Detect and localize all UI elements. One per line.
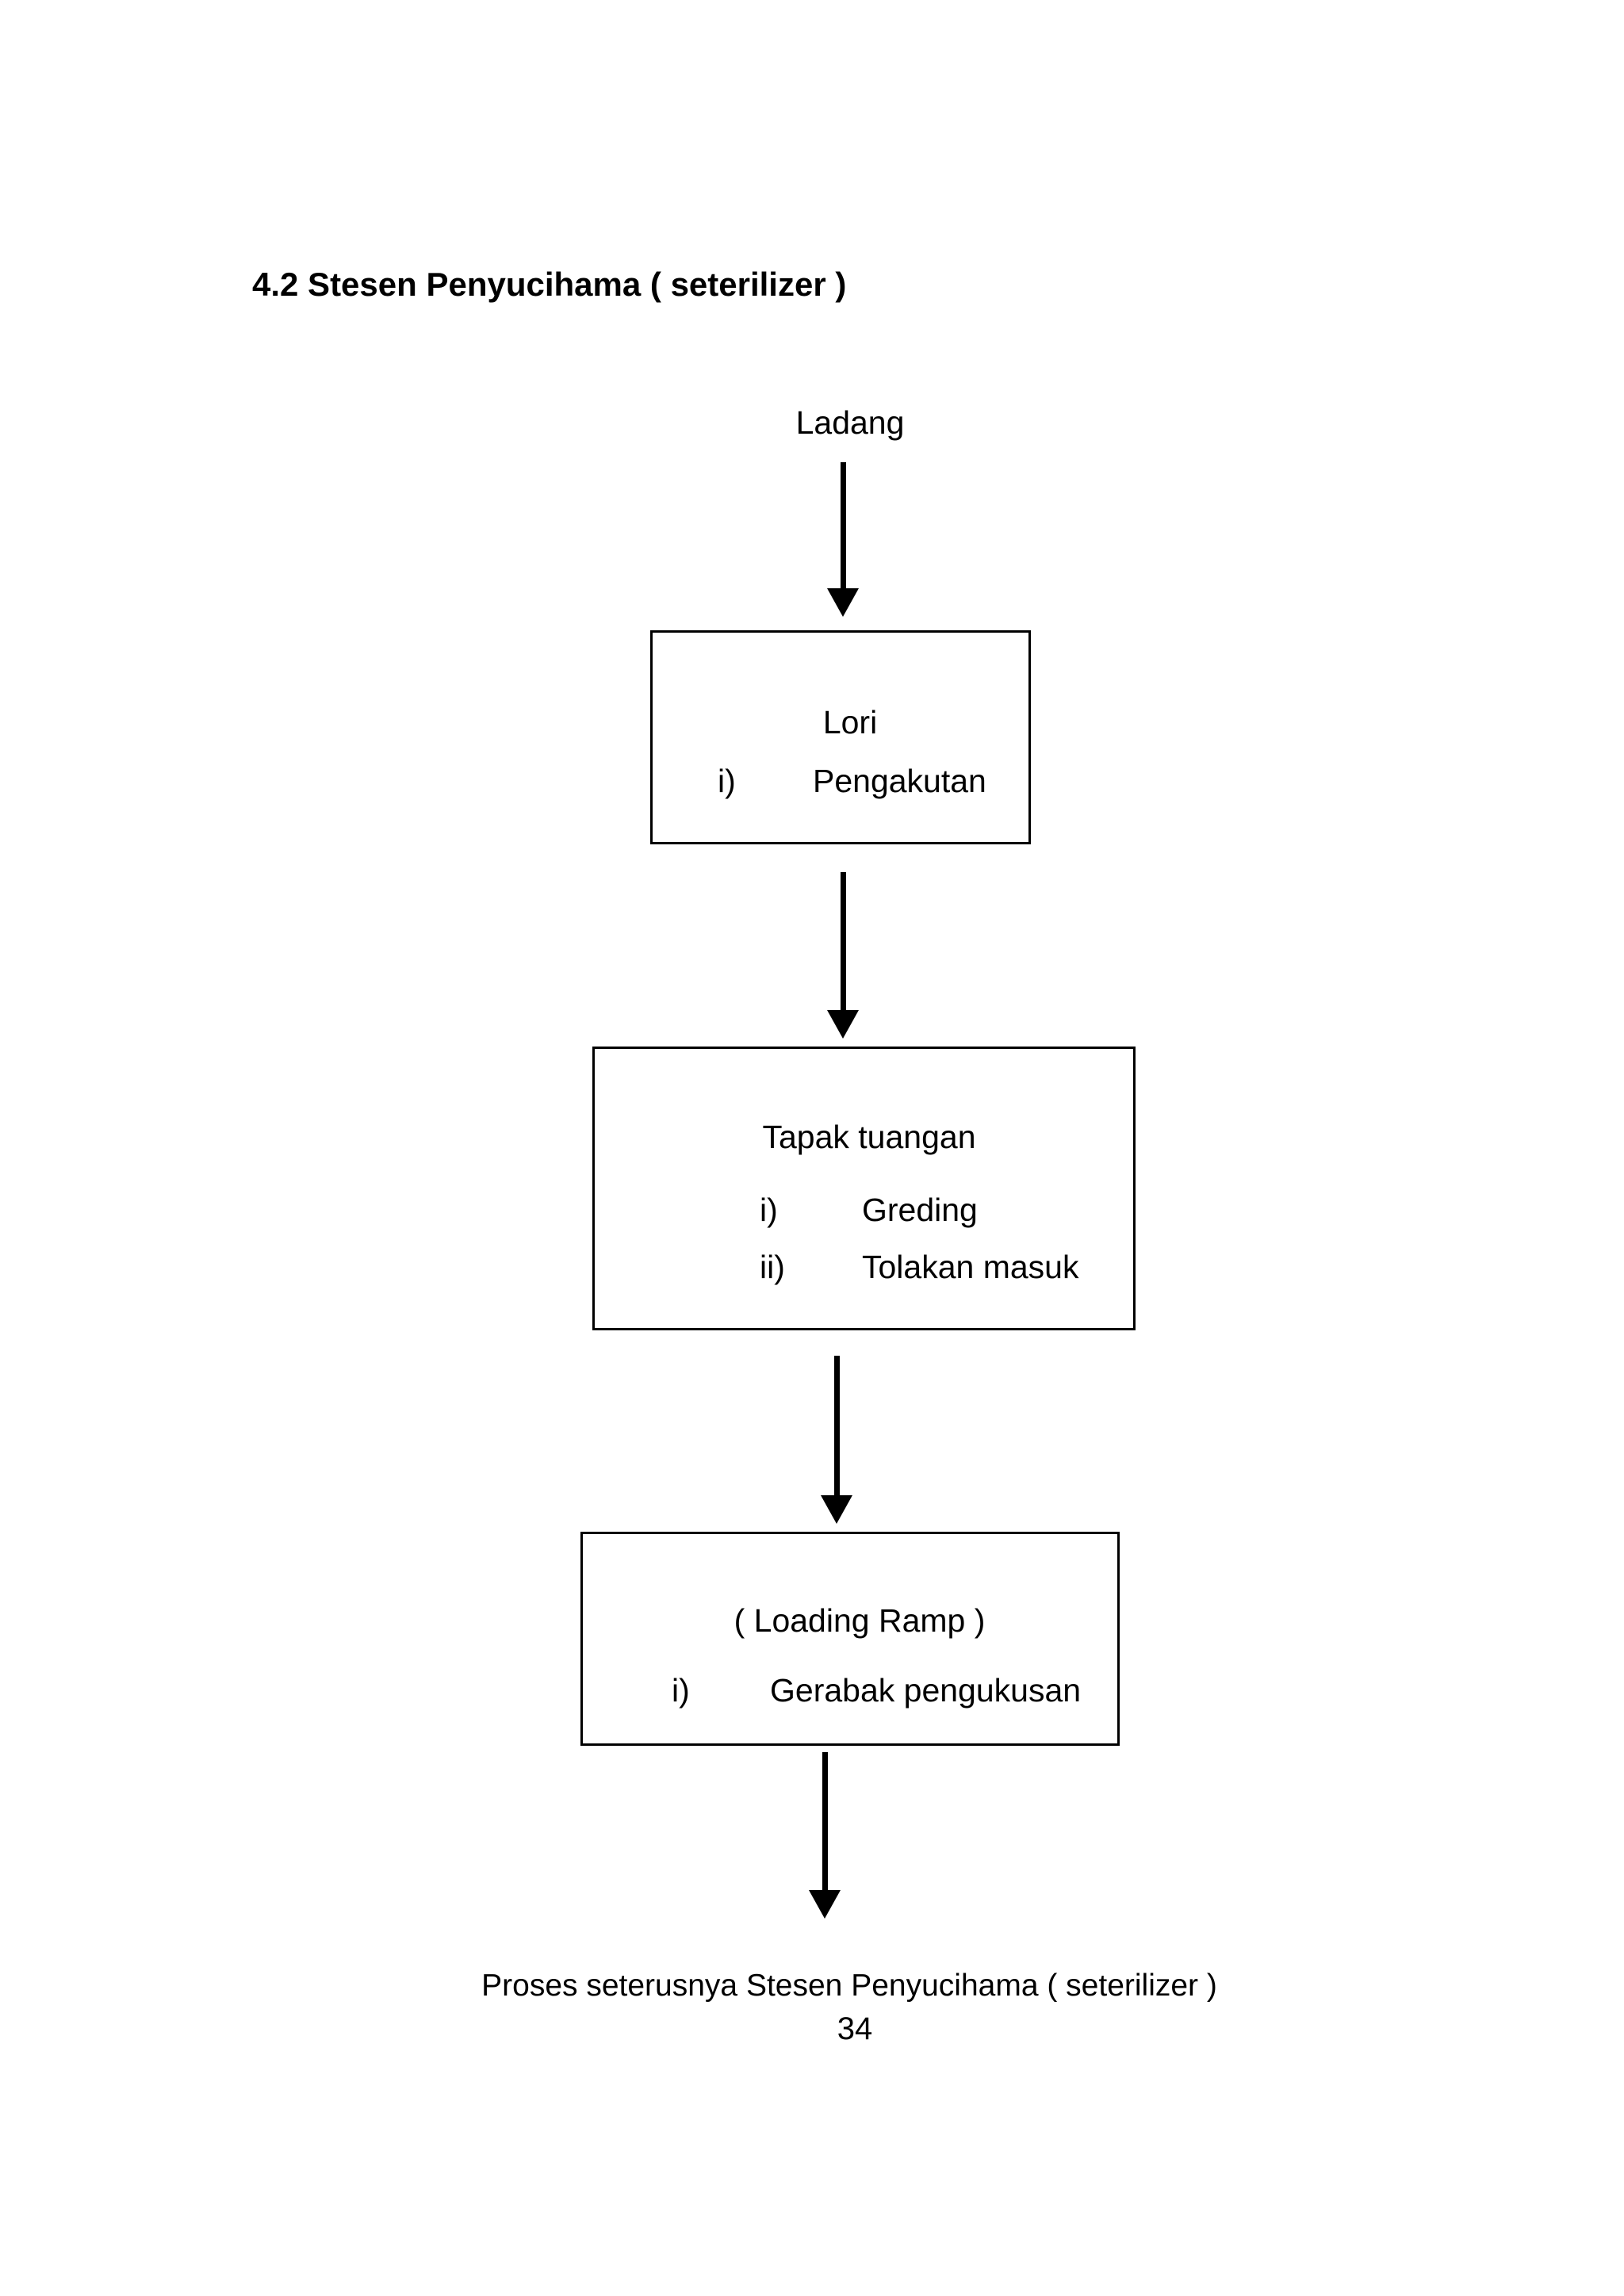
arrow-head	[821, 1495, 852, 1524]
page-number: 34	[837, 2011, 873, 2046]
list-item-marker: ii)	[760, 1249, 785, 1285]
arrow-shaft	[840, 462, 846, 588]
flow-start-label: Ladang	[795, 404, 905, 441]
flow-box-lori: Lori i) Pengakutan	[650, 630, 1031, 844]
arrow-head	[809, 1890, 841, 1919]
list-item-label: Pengakutan	[813, 763, 986, 799]
arrow-head	[827, 1010, 859, 1039]
list-item-marker: i)	[672, 1672, 690, 1709]
down-arrow-icon-2	[827, 872, 859, 1039]
flow-box-title: Lori	[822, 704, 878, 740]
list-item-marker: i)	[718, 763, 736, 799]
section-title: 4.2 Stesen Penyucihama ( seterilizer )	[252, 266, 847, 303]
arrow-shaft	[822, 1752, 828, 1890]
flow-box-loading-ramp: ( Loading Ramp ) i) Gerabak pengukusan	[580, 1532, 1120, 1746]
arrow-shaft	[833, 1356, 840, 1495]
flow-box-title: ( Loading Ramp )	[733, 1602, 986, 1639]
down-arrow-icon-4	[809, 1752, 841, 1919]
list-item-label: Tolakan masuk	[862, 1249, 1079, 1285]
down-arrow-icon-1	[827, 462, 859, 617]
arrow-shaft	[840, 872, 846, 1010]
list-item-label: Greding	[862, 1192, 978, 1228]
down-arrow-icon-3	[821, 1356, 852, 1524]
flow-next-process-caption: Proses seterusnya Stesen Penyucihama ( s…	[481, 1969, 1217, 2003]
list-item-marker: i)	[760, 1192, 778, 1228]
list-item-label: Gerabak pengukusan	[770, 1672, 1082, 1709]
flow-box-tapak-tuangan: Tapak tuangan i) Greding ii) Tolakan mas…	[592, 1047, 1136, 1330]
arrow-head	[827, 588, 859, 617]
flow-box-title: Tapak tuangan	[762, 1119, 976, 1155]
